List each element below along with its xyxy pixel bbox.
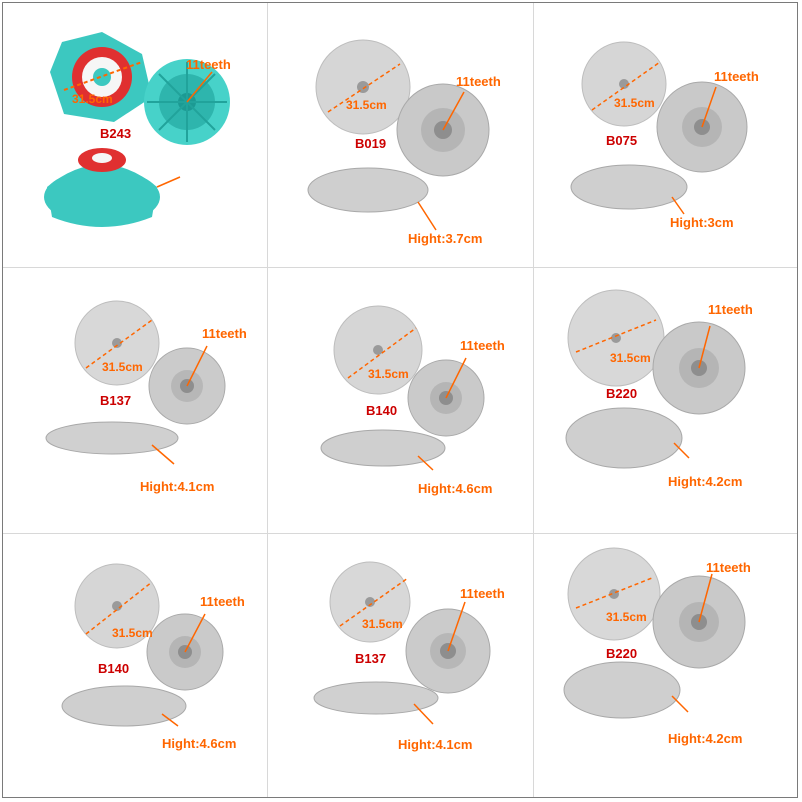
height-label: Hight:3.7cm xyxy=(408,231,483,246)
pulsator-top-view xyxy=(50,32,152,122)
pulsator-bottom-view xyxy=(144,59,230,145)
pulsator-bottom-view xyxy=(405,601,491,694)
diameter-label: 31.5cm xyxy=(72,92,113,106)
grid-divider xyxy=(3,267,797,268)
product-cell: 11teeth 31.5cm B140 Hight:4.6cm xyxy=(268,268,533,533)
model-code: B220 xyxy=(606,386,638,401)
pulsator-bottom-view xyxy=(407,357,485,437)
teeth-label: 11teeth xyxy=(456,74,501,89)
height-label: Hight:4.2cm xyxy=(668,474,743,489)
pulsator-side-view xyxy=(45,421,179,465)
diameter-label: 31.5cm xyxy=(614,96,655,110)
height-label: Hight:4.1cm xyxy=(398,737,473,752)
product-cell: 11teeth 31.5cm B140 Hight:4.6cm xyxy=(2,534,267,799)
pulsator-top-view xyxy=(567,547,661,641)
pulsator-photo xyxy=(61,563,224,727)
height-label: Hight:4.6cm xyxy=(418,481,493,496)
pulsator-photo xyxy=(320,305,485,471)
pulsator-bottom-view xyxy=(148,345,226,425)
product-cell: 11teeth 31.5cm B220 Hight:4.2cm xyxy=(534,268,799,533)
pulsator-top-view xyxy=(333,305,423,395)
pulsator-photo xyxy=(44,32,230,227)
product-cell: 11teeth 31.5cm B075 Hight:3cm xyxy=(534,2,799,267)
pulsator-bottom-view xyxy=(652,321,746,415)
pulsator-side-view xyxy=(570,164,688,215)
pulsator-photo xyxy=(45,300,226,465)
diameter-label: 31.5cm xyxy=(102,360,143,374)
model-code: B220 xyxy=(606,646,638,661)
grid-divider xyxy=(267,3,268,797)
pulsator-top-view xyxy=(315,39,411,135)
model-code: B140 xyxy=(366,403,398,418)
model-code: B019 xyxy=(355,136,387,151)
pulsator-bottom-view xyxy=(146,613,224,691)
grid-divider xyxy=(3,533,797,534)
pulsator-side-view xyxy=(320,429,446,471)
height-label: Hight:4.6cm xyxy=(162,736,237,751)
diameter-label: 31.5cm xyxy=(606,610,647,624)
pulsator-side-view xyxy=(565,407,690,469)
product-cell-b243: 11teeth 31.5cm B243 xyxy=(2,2,267,267)
model-code: B140 xyxy=(98,661,130,676)
pulsator-side-view xyxy=(44,148,181,227)
height-label: Hight:4.2cm xyxy=(668,731,743,746)
teeth-label: 11teeth xyxy=(202,326,247,341)
teeth-label: 11teeth xyxy=(708,302,753,317)
pulsator-top-view xyxy=(74,300,160,386)
teeth-label: 11teeth xyxy=(714,69,759,84)
teeth-label: 11teeth xyxy=(200,594,245,609)
pulsator-photo xyxy=(313,561,491,725)
diameter-label: 31.5cm xyxy=(346,98,387,112)
pulsator-side-view xyxy=(307,167,437,231)
pulsator-photo xyxy=(307,39,490,231)
pulsator-side-view xyxy=(61,685,187,727)
model-code: B137 xyxy=(100,393,132,408)
model-code: B137 xyxy=(355,651,387,666)
height-label: Hight:3cm xyxy=(670,215,734,230)
pulsator-bottom-view xyxy=(656,81,748,173)
pulsator-side-view xyxy=(563,661,689,719)
product-cell: 11teeth 31.5cm B019 Hight:3.7cm xyxy=(268,2,533,267)
pulsator-top-view xyxy=(329,561,411,643)
pulsator-bottom-view xyxy=(396,83,490,177)
diameter-label: 31.5cm xyxy=(362,617,403,631)
pulsator-top-view xyxy=(567,289,665,387)
height-label: Hight:4.1cm xyxy=(140,479,215,494)
pulsator-photo xyxy=(570,41,748,215)
teeth-label: 11teeth xyxy=(186,57,231,72)
diameter-label: 31.5cm xyxy=(610,351,651,365)
pulsator-top-view xyxy=(74,563,160,649)
diameter-label: 31.5cm xyxy=(368,367,409,381)
pulsator-bottom-view xyxy=(652,573,746,669)
product-cell: 11teeth 31.5cm B220 Hight:4.2cm xyxy=(534,534,799,799)
teeth-label: 11teeth xyxy=(460,586,505,601)
pulsator-photo xyxy=(565,289,746,469)
product-cell: 11teeth 31.5cm B137 Hight:4.1cm xyxy=(2,268,267,533)
grid-divider xyxy=(533,3,534,797)
teeth-label: 11teeth xyxy=(706,560,751,575)
model-code: B243 xyxy=(100,126,132,141)
diameter-label: 31.5cm xyxy=(112,626,153,640)
teeth-label: 11teeth xyxy=(460,338,505,353)
pulsator-top-view xyxy=(581,41,667,127)
model-code: B075 xyxy=(606,133,638,148)
pulsator-side-view xyxy=(313,681,439,725)
pulsator-photo xyxy=(563,547,746,719)
product-cell: 11teeth 31.5cm B137 Hight:4.1cm xyxy=(268,534,533,799)
